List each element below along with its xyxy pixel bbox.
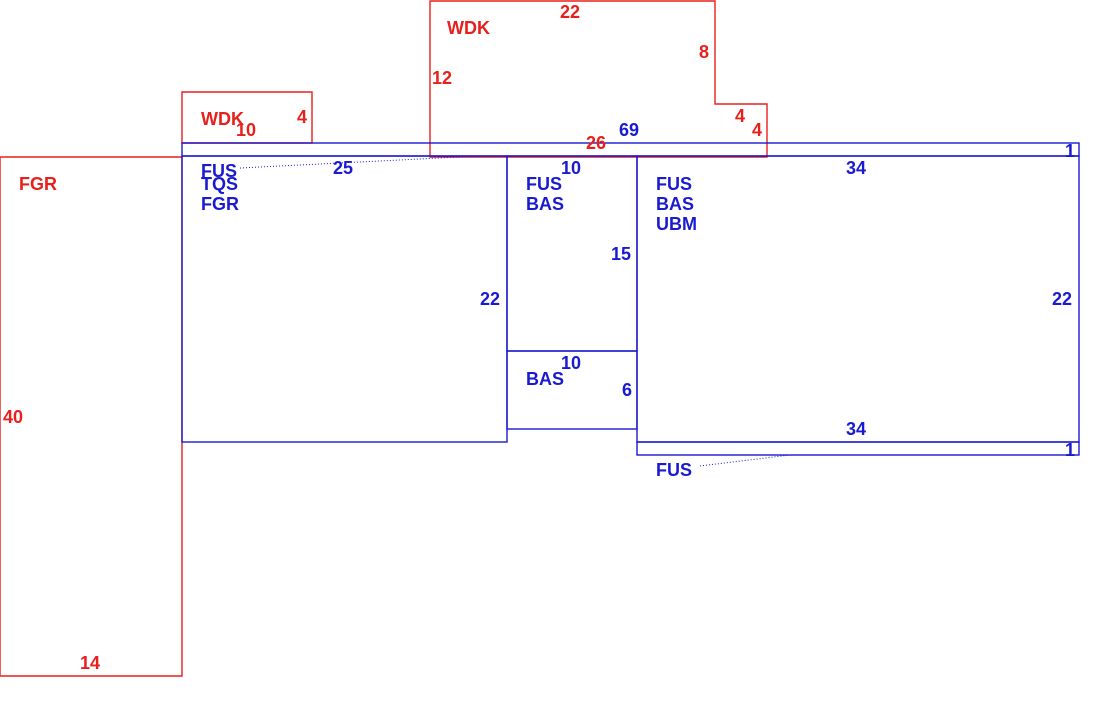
- area-label-middle-upper-1: FUS: [526, 174, 562, 194]
- dimension-label-middle-upper-top: 10: [561, 158, 581, 178]
- dimension-label-top-strip-length: 69: [619, 120, 639, 140]
- dimension-label-wdk-large-step-top: 4: [735, 106, 745, 126]
- leader-line-bottom-strip: [699, 454, 791, 467]
- area-label-left-room-3: FGR: [201, 194, 239, 214]
- dimension-label-wdk-large-step-right: 4: [752, 120, 762, 140]
- dimension-label-wdk-small-bottom: 10: [236, 120, 256, 140]
- area-wdk-large-outline: [429, 0, 768, 158]
- dimension-label-top-strip-depth: 1: [1065, 141, 1075, 161]
- area-label-middle-lower-1: BAS: [526, 369, 564, 389]
- area-label-right-room-1: FUS: [656, 174, 692, 194]
- area-fgr-outline: [0, 156, 183, 677]
- area-label-fgr: FGR: [19, 174, 57, 194]
- area-label-middle-upper-2: BAS: [526, 194, 564, 214]
- area-bottom-strip-outline: [636, 441, 1080, 456]
- dimension-label-middle-lower-top: 10: [561, 353, 581, 373]
- area-label-right-room-2: BAS: [656, 194, 694, 214]
- area-right-room-outline: [636, 155, 1080, 443]
- dimension-label-wdk-large-bottom: 26: [586, 133, 606, 153]
- area-label-left-room-2: TQS: [201, 174, 238, 194]
- area-top-strip-outline: [181, 142, 1080, 157]
- dimension-label-fgr-bottom: 14: [80, 653, 100, 673]
- dimension-label-right-room-bottom: 34: [846, 419, 866, 439]
- dimension-label-fgr-left: 40: [3, 407, 23, 427]
- area-label-bottom-strip: FUS: [656, 460, 692, 480]
- area-label-wdk-small: WDK: [201, 109, 244, 129]
- dimension-label-bottom-strip-depth: 1: [1065, 440, 1075, 460]
- dimension-label-left-room-top: 25: [333, 158, 353, 178]
- dimension-label-right-room-top: 34: [846, 158, 866, 178]
- area-label-wdk-large: WDK: [447, 18, 490, 38]
- dimension-label-middle-upper-right: 15: [611, 244, 631, 264]
- dimension-label-right-room-right: 22: [1052, 289, 1072, 309]
- dimension-label-wdk-large-top: 22: [560, 2, 580, 22]
- area-label-left-room-1: FUS: [201, 161, 237, 181]
- dimension-label-middle-lower-right: 6: [622, 380, 632, 400]
- dimension-label-wdk-large-left: 12: [432, 68, 452, 88]
- leader-line-top-strip: [239, 155, 481, 169]
- area-label-right-room-3: UBM: [656, 214, 697, 234]
- dimension-label-wdk-large-right-upper: 8: [699, 42, 709, 62]
- dimension-label-wdk-small-right: 4: [297, 107, 307, 127]
- dimension-label-left-room-right: 22: [480, 289, 500, 309]
